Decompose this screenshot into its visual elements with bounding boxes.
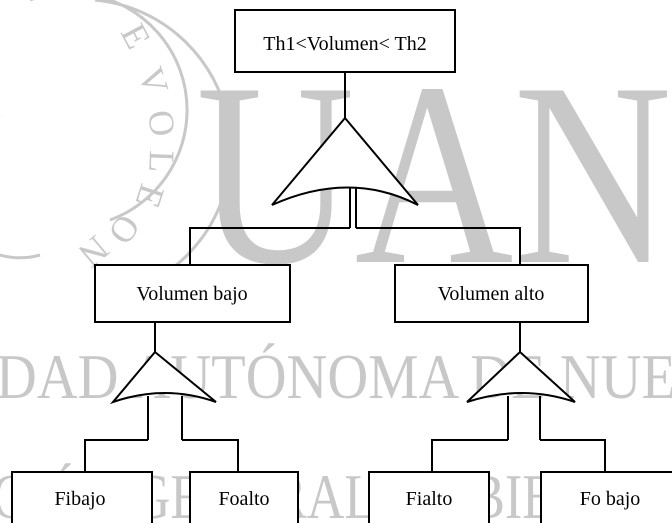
node-fibajo-box (11, 471, 153, 523)
root-box (234, 9, 456, 73)
watermark-line-1: DAD AUTÓNOMA DE NUE (0, 341, 672, 412)
branch-fialto (431, 439, 508, 472)
branch-volumen-bajo (189, 227, 350, 265)
watermark-seal-left (0, 115, 41, 260)
node-fialto-box (368, 471, 490, 523)
branch-fibajo (84, 439, 148, 472)
node-foalto-box (189, 471, 299, 523)
watermark-seal-inner (30, 0, 189, 222)
or-gate-right (466, 350, 576, 403)
node-fobajo-label: Fo bajo (580, 488, 641, 510)
branch-volumen-alto (356, 227, 521, 265)
watermark-seal-letter: O (101, 207, 149, 251)
node-volumen-alto-box (394, 264, 589, 323)
node-fialto-label: Fialto (406, 488, 453, 510)
or-gate-root (271, 116, 419, 206)
branch-fobajo (540, 439, 606, 472)
or-gate-left (109, 350, 217, 405)
watermark-seal-letter: L (141, 150, 182, 173)
node-volumen-bajo-label: Volumen bajo (136, 283, 247, 305)
watermark-seal-outer (94, 0, 233, 272)
node-fobajo-box (540, 471, 672, 523)
diagram-lines (11, 9, 672, 523)
watermark-seal-letter: V (130, 62, 176, 99)
node-volumen-alto-label: Volumen alto (438, 283, 545, 305)
diagram-labels: Th1<Volumen< Th2 Volumen bajo Volumen al… (54, 33, 640, 510)
node-fibajo-label: Fibajo (54, 488, 105, 510)
node-foalto-label: Foalto (218, 488, 269, 510)
watermark-seal-letter: O (140, 108, 183, 139)
branch-foalto (182, 439, 239, 472)
root-label: Th1<Volumen< Th2 (263, 33, 427, 55)
watermark-seal-letter: E (113, 17, 159, 55)
node-volumen-bajo-box (94, 264, 291, 323)
